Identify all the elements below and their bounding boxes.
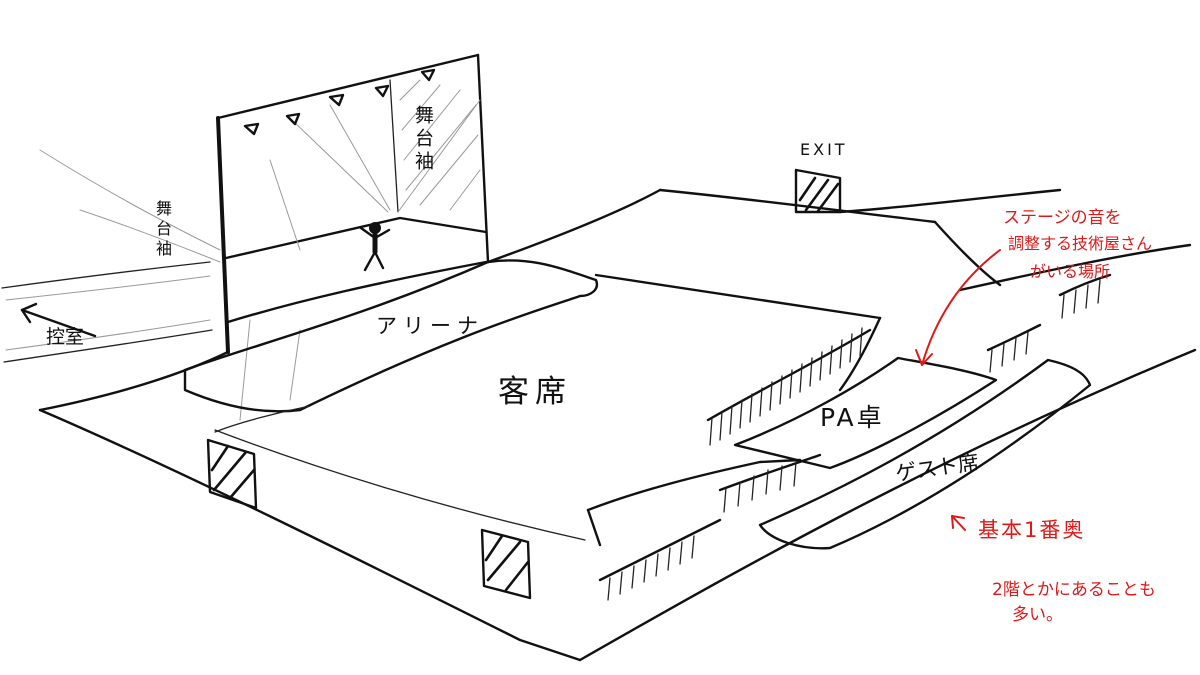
exit-door (794, 168, 842, 214)
green-room-arrow (20, 302, 97, 338)
arena-area (183, 259, 599, 413)
performer-figure (359, 222, 391, 272)
audience-area (214, 273, 882, 433)
left-door (206, 438, 258, 510)
pa-desk-label: PA卓 (820, 403, 885, 432)
pa-note-arrow (915, 249, 1001, 366)
hallway (1, 149, 221, 363)
audience-label: 客席 (498, 374, 572, 410)
guest-note-line3: 多い。 (1012, 605, 1063, 625)
stage-wing-inner-label: 舞台袖 (412, 105, 434, 174)
green-room-label: 控室 (46, 326, 85, 348)
pa-note-line3: がいる場所 (1030, 262, 1111, 281)
pa-desk-block (733, 356, 998, 470)
arena-label: アリーナ (376, 314, 484, 338)
bottom-door (480, 528, 532, 600)
railings (598, 273, 1112, 601)
pa-note-line1: ステージの音を (1003, 208, 1122, 228)
exit-label: EXIT (800, 140, 848, 159)
guest-note-arrow (951, 515, 966, 531)
stage-wing-outer-label: 舞台袖 (153, 200, 172, 260)
pa-note-line2: 調整する技術屋さん (1008, 234, 1153, 253)
guest-seats-block (586, 358, 1092, 550)
stage-lights (243, 68, 436, 136)
stage (216, 53, 490, 421)
guest-note-line1: 基本1番奥 (978, 518, 1086, 542)
guest-note-line2: 2階とかにあることも (992, 580, 1156, 600)
